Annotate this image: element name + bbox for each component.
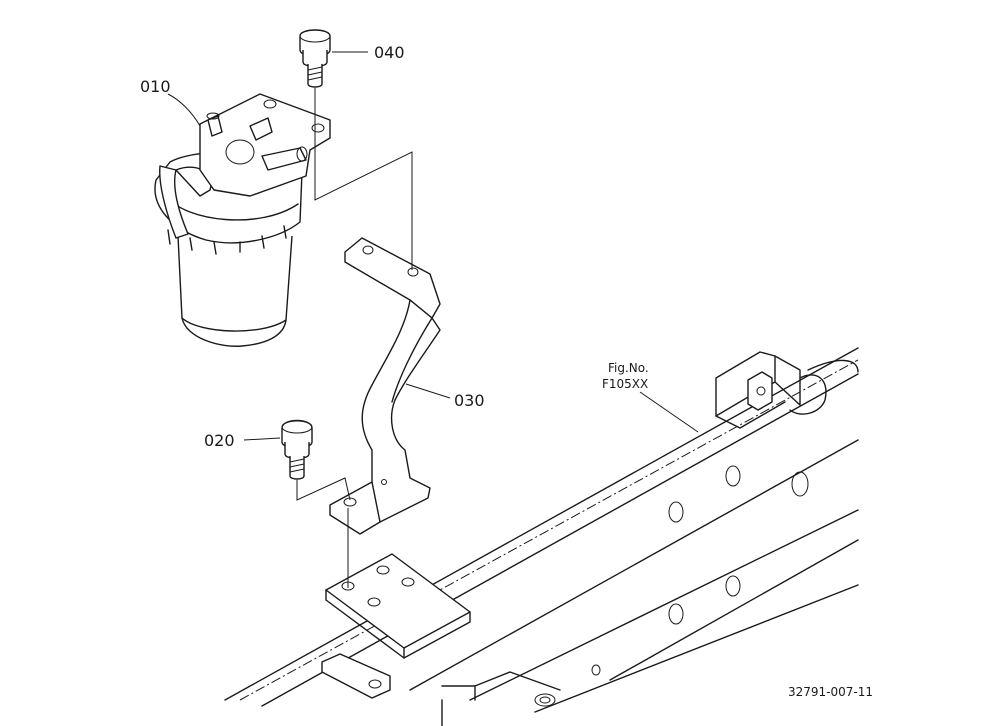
assembly-lines [296,88,413,588]
bolt-020 [281,419,313,480]
label-040: 040 [374,43,405,62]
fuel-filter-010 [154,93,331,347]
rail-clip [715,351,859,429]
fig-no-value: F105XX [602,377,648,391]
label-030: 030 [454,391,485,410]
bracket-030 [329,237,441,535]
drawing-number: 32791-007-11 [788,685,873,699]
bolt-040 [299,29,331,88]
fig-no-label: Fig.No. [608,361,649,375]
label-010: 010 [140,77,171,96]
mounting-plate [321,553,471,699]
leader-lines [167,51,699,441]
label-020: 020 [204,431,235,450]
